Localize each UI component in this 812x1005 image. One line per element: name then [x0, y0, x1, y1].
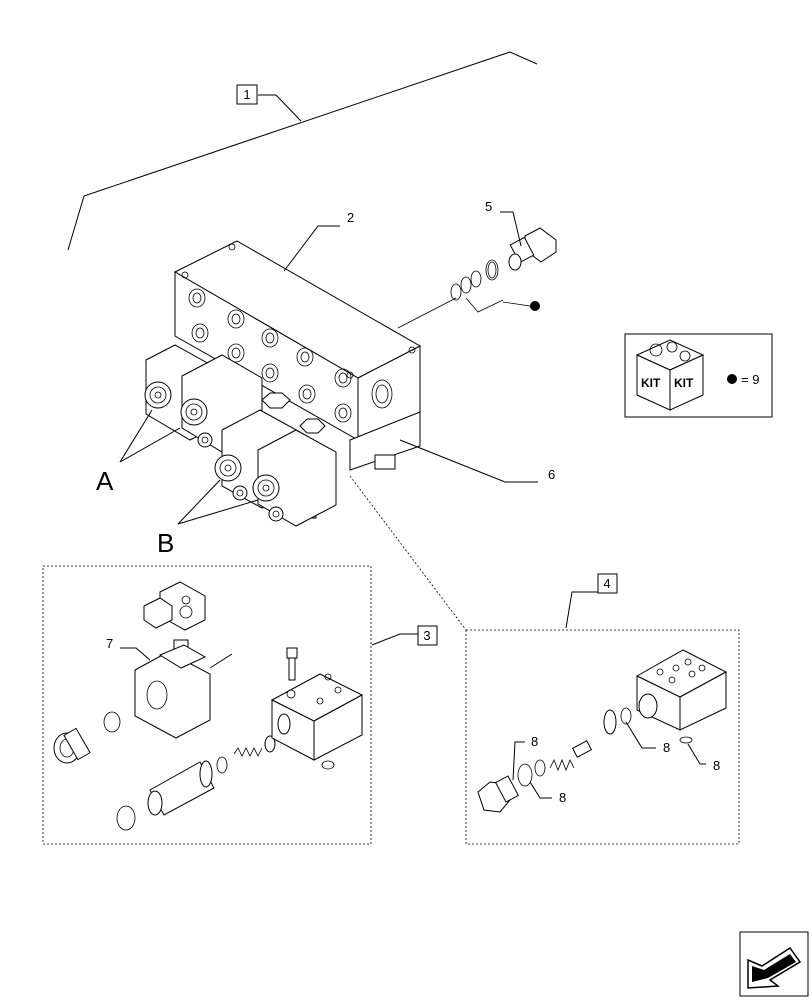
svg-text:KIT: KIT — [674, 376, 694, 390]
seal-ring — [103, 711, 121, 733]
view-label-a[interactable]: A — [96, 466, 114, 496]
valve-body-detail — [270, 673, 364, 770]
o-ring — [620, 707, 632, 725]
view-a-leaders — [119, 409, 181, 463]
svg-text:3: 3 — [423, 628, 430, 643]
cap-screw — [286, 647, 298, 681]
bullet-icon — [727, 374, 737, 384]
coil-nut — [53, 727, 91, 764]
callout-8a[interactable]: 8 — [531, 734, 538, 749]
callout-6[interactable]: 6 — [548, 467, 555, 482]
callout-3[interactable]: 3 — [417, 625, 438, 646]
seal-ring-c — [517, 763, 533, 787]
detail-box-3 — [42, 475, 467, 845]
kit-legend-box: KIT KIT = 9 — [624, 333, 773, 418]
callout-2-leader — [283, 225, 340, 272]
solenoid-cartridge — [116, 756, 228, 831]
svg-text:1: 1 — [243, 87, 250, 102]
bullet-icon — [530, 301, 540, 311]
relief-plug — [477, 775, 520, 813]
solenoid-assembly-b — [214, 409, 337, 527]
callout-8c[interactable]: 8 — [663, 740, 670, 755]
relief-valve-body — [635, 649, 728, 731]
relief-spring — [549, 740, 593, 772]
solenoid-assembly-a — [144, 344, 263, 453]
fitting-item-5 — [397, 227, 557, 329]
relief-sleeve — [603, 709, 617, 735]
callout-8b[interactable]: 8 — [559, 790, 566, 805]
assembly-bracket — [67, 51, 538, 251]
detail-box-4 — [465, 591, 740, 845]
kit-legend-text: = 9 — [741, 372, 759, 387]
callout-8d[interactable]: 8 — [713, 758, 720, 773]
view-b-leaders — [177, 479, 259, 525]
small-seal — [679, 736, 693, 744]
callout-1[interactable]: 1 — [236, 84, 258, 105]
svg-text:KIT: KIT — [641, 376, 661, 390]
seal-ring-b — [534, 759, 546, 777]
valve-manifold-block — [173, 240, 422, 519]
view-label-b[interactable]: B — [157, 528, 174, 558]
manifold-ports — [188, 288, 393, 423]
connector-plug — [143, 581, 206, 661]
svg-text:4: 4 — [603, 576, 610, 591]
next-page-arrow-icon[interactable] — [739, 931, 809, 997]
callout-4[interactable]: 4 — [597, 573, 618, 594]
kit-icon: KIT KIT — [635, 339, 705, 411]
callout-2[interactable]: 2 — [347, 210, 354, 225]
coil-item-7 — [134, 644, 233, 739]
callout-5[interactable]: 5 — [485, 199, 492, 214]
callout-7[interactable]: 7 — [106, 636, 113, 651]
